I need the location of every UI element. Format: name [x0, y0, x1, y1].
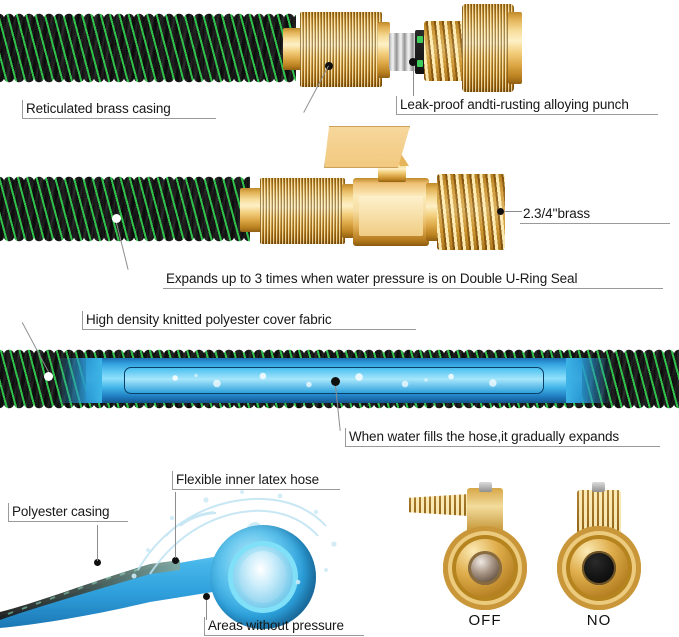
callout-rule [396, 114, 658, 115]
callout-flexible-inner-latex-hose: Flexible inner latex hose [172, 471, 340, 490]
leader-line-valve-brass [504, 211, 522, 212]
water-splash-illustration [131, 490, 337, 585]
leader-line-polyester-casing [97, 525, 98, 561]
anchor-dot-flexible-latex [172, 557, 179, 564]
braided-hose-segment-2 [0, 175, 250, 243]
callout-polyester-casing-text: Polyester casing [8, 503, 128, 521]
hose-coupling-nut [462, 4, 514, 92]
callout-areas-without-pressure-text: Areas without pressure [204, 617, 364, 635]
callout-rule [8, 521, 128, 522]
leader-line-alloy-punch [413, 66, 414, 96]
valve-collar-ring [342, 184, 354, 238]
valve-off-state-label: OFF [468, 612, 502, 629]
seal-green-fleck-bottom [417, 60, 423, 67]
callout-rule [172, 489, 340, 490]
callout-rule [520, 223, 670, 224]
callout-leak-proof-punch-text: Leak-proof andti-rusting alloying punch [396, 96, 658, 114]
callout-flexible-inner-latex-hose-text: Flexible inner latex hose [172, 471, 340, 489]
callout-rule [22, 118, 216, 119]
callout-rule [204, 635, 364, 636]
leader-line-areas-without-pressure [206, 600, 207, 620]
valve-threaded-outlet [437, 174, 505, 250]
callout-reticulated-brass-casing: Reticulated brass casing [22, 100, 216, 119]
callout-knitted-cover-fabric: High density knitted polyester cover fab… [82, 311, 416, 330]
valve-on-port [582, 551, 616, 585]
anchor-dot-alloy-punch [409, 58, 417, 66]
coupling-nut-cap [508, 12, 522, 84]
callout-expands-three-times-text: Expands up to 3 times when water pressur… [166, 271, 578, 286]
valve-off: OFF [405, 478, 527, 629]
water-fade-right [566, 358, 612, 403]
ball-valve-body-facet [359, 196, 423, 236]
latex-hose-inner-bore [239, 551, 287, 603]
anchor-dot-hose-expansion [112, 214, 121, 223]
callout-polyester-casing: Polyester casing [8, 503, 128, 522]
anchor-dot-cover-fabric [44, 372, 53, 381]
valve-collar-shoulder [240, 188, 262, 232]
braided-hose-segment-1 [0, 12, 296, 84]
callout-rule [163, 288, 663, 289]
valve-on-state-label: NO [586, 612, 612, 629]
callout-rule [82, 329, 416, 330]
valve-on-knob-screw [592, 482, 605, 492]
anchor-dot-gradual-expansion [331, 377, 340, 386]
leader-line-flexible-latex [175, 492, 176, 558]
anchor-dot-polyester-casing [94, 559, 101, 566]
anchor-dot-areas-without-pressure [203, 593, 210, 600]
valve-knurled-collar [260, 178, 345, 244]
alloy-punch-seal [415, 30, 426, 74]
brass-shoulder-right [378, 22, 390, 78]
callout-brass-size: 2.3/4''brass [520, 205, 670, 224]
callout-reticulated-brass-casing-text: Reticulated brass casing [22, 100, 216, 118]
callout-gradually-expands-text: When water fills the hose,it gradually e… [345, 428, 660, 446]
callout-gradually-expands: When water fills the hose,it gradually e… [345, 428, 660, 447]
casing-green-flecks [7, 568, 140, 615]
anchor-dot-brass-casing [325, 62, 333, 70]
callout-knitted-cover-fabric-text: High density knitted polyester cover fab… [82, 311, 416, 329]
valve-lever-handle[interactable] [324, 126, 410, 168]
reticulated-brass-casing-part [300, 12, 382, 87]
seal-green-fleck-top [417, 36, 423, 43]
callout-brass-size-text: 2.3/4''brass [523, 206, 590, 221]
water-fade-left [56, 358, 102, 403]
callout-rule [345, 446, 660, 447]
valve-on: NO [535, 478, 655, 629]
callout-areas-without-pressure: Areas without pressure [204, 617, 364, 636]
callout-leak-proof-punch: Leak-proof andti-rusting alloying punch [396, 96, 658, 115]
valve-off-stem-screw [479, 482, 492, 492]
anchor-dot-valve-brass [497, 208, 504, 215]
brass-collar-left [283, 28, 305, 70]
callout-expands-three-times: Expands up to 3 times when water pressur… [163, 270, 663, 289]
splash-droplets [131, 490, 337, 585]
valve-off-port [468, 551, 502, 585]
